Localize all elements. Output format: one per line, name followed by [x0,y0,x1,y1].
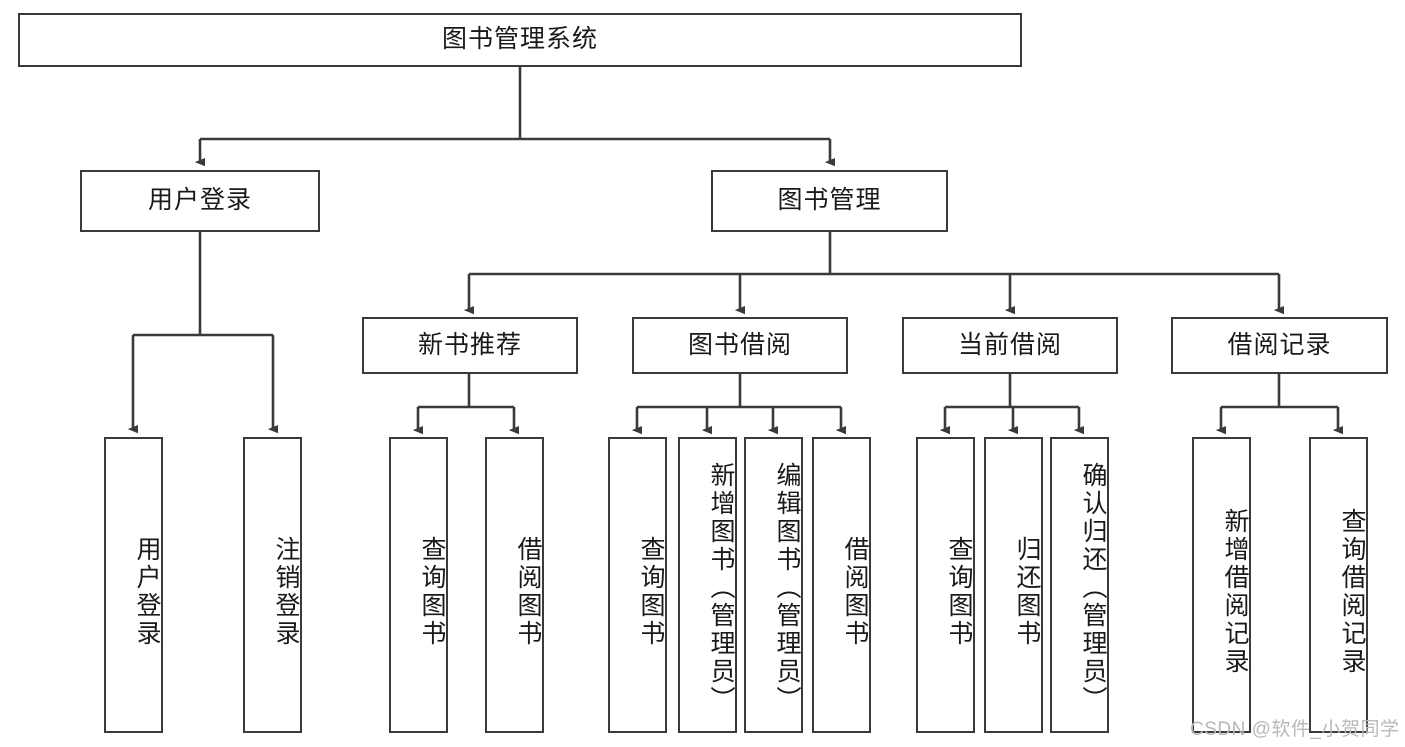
leaf-borrow-edit-book[interactable]: 编辑图书（管理员） [744,437,803,733]
node-borrow-record-label: 借阅记录 [1227,330,1332,359]
leaf-label: 注销登录 [272,536,300,648]
csdn-watermark: CSDN @软件_小贺同学 [1190,719,1400,740]
node-new-book-recommend[interactable]: 新书推荐 [362,317,578,374]
leaf-label: 查询借阅记录 [1338,508,1366,676]
leaf-label: 查询图书 [637,536,665,648]
node-root[interactable]: 图书管理系统 [18,13,1022,67]
node-book-management[interactable]: 图书管理 [711,170,948,232]
node-book-management-label: 图书管理 [777,186,882,215]
leaf-user-login-signin[interactable]: 用户登录 [104,437,163,733]
leaf-record-query-record[interactable]: 查询借阅记录 [1309,437,1368,733]
leaf-label: 归还图书 [1013,536,1041,648]
node-new-book-recommend-label: 新书推荐 [417,330,522,359]
node-user-login[interactable]: 用户登录 [80,170,320,232]
leaf-label: 用户登录 [133,536,161,648]
node-root-label: 图书管理系统 [441,25,598,54]
leaf-label: 新增图书（管理员） [707,462,735,714]
leaf-record-add-record[interactable]: 新增借阅记录 [1192,437,1251,733]
leaf-label: 编辑图书（管理员） [773,462,801,714]
node-book-borrow[interactable]: 图书借阅 [632,317,848,374]
leaf-borrow-borrow-book[interactable]: 借阅图书 [812,437,871,733]
leaf-recommend-borrow-book[interactable]: 借阅图书 [485,437,544,733]
leaf-label: 借阅图书 [514,536,542,648]
leaf-current-query-book[interactable]: 查询图书 [916,437,975,733]
leaf-user-login-signout[interactable]: 注销登录 [243,437,302,733]
leaf-recommend-query-book[interactable]: 查询图书 [389,437,448,733]
leaf-label: 查询图书 [945,536,973,648]
node-borrow-record[interactable]: 借阅记录 [1171,317,1388,374]
leaf-label: 确认归还（管理员） [1079,462,1107,714]
leaf-current-return-book[interactable]: 归还图书 [984,437,1043,733]
node-user-login-label: 用户登录 [147,186,252,215]
leaf-label: 借阅图书 [841,536,869,648]
leaf-current-confirm-return[interactable]: 确认归还（管理员） [1050,437,1109,733]
node-current-borrow[interactable]: 当前借阅 [902,317,1118,374]
leaf-label: 查询图书 [418,536,446,648]
leaf-borrow-add-book[interactable]: 新增图书（管理员） [678,437,737,733]
leaf-borrow-query-book[interactable]: 查询图书 [608,437,667,733]
node-book-borrow-label: 图书借阅 [687,330,792,359]
leaf-label: 新增借阅记录 [1221,508,1249,676]
node-current-borrow-label: 当前借阅 [957,330,1062,359]
